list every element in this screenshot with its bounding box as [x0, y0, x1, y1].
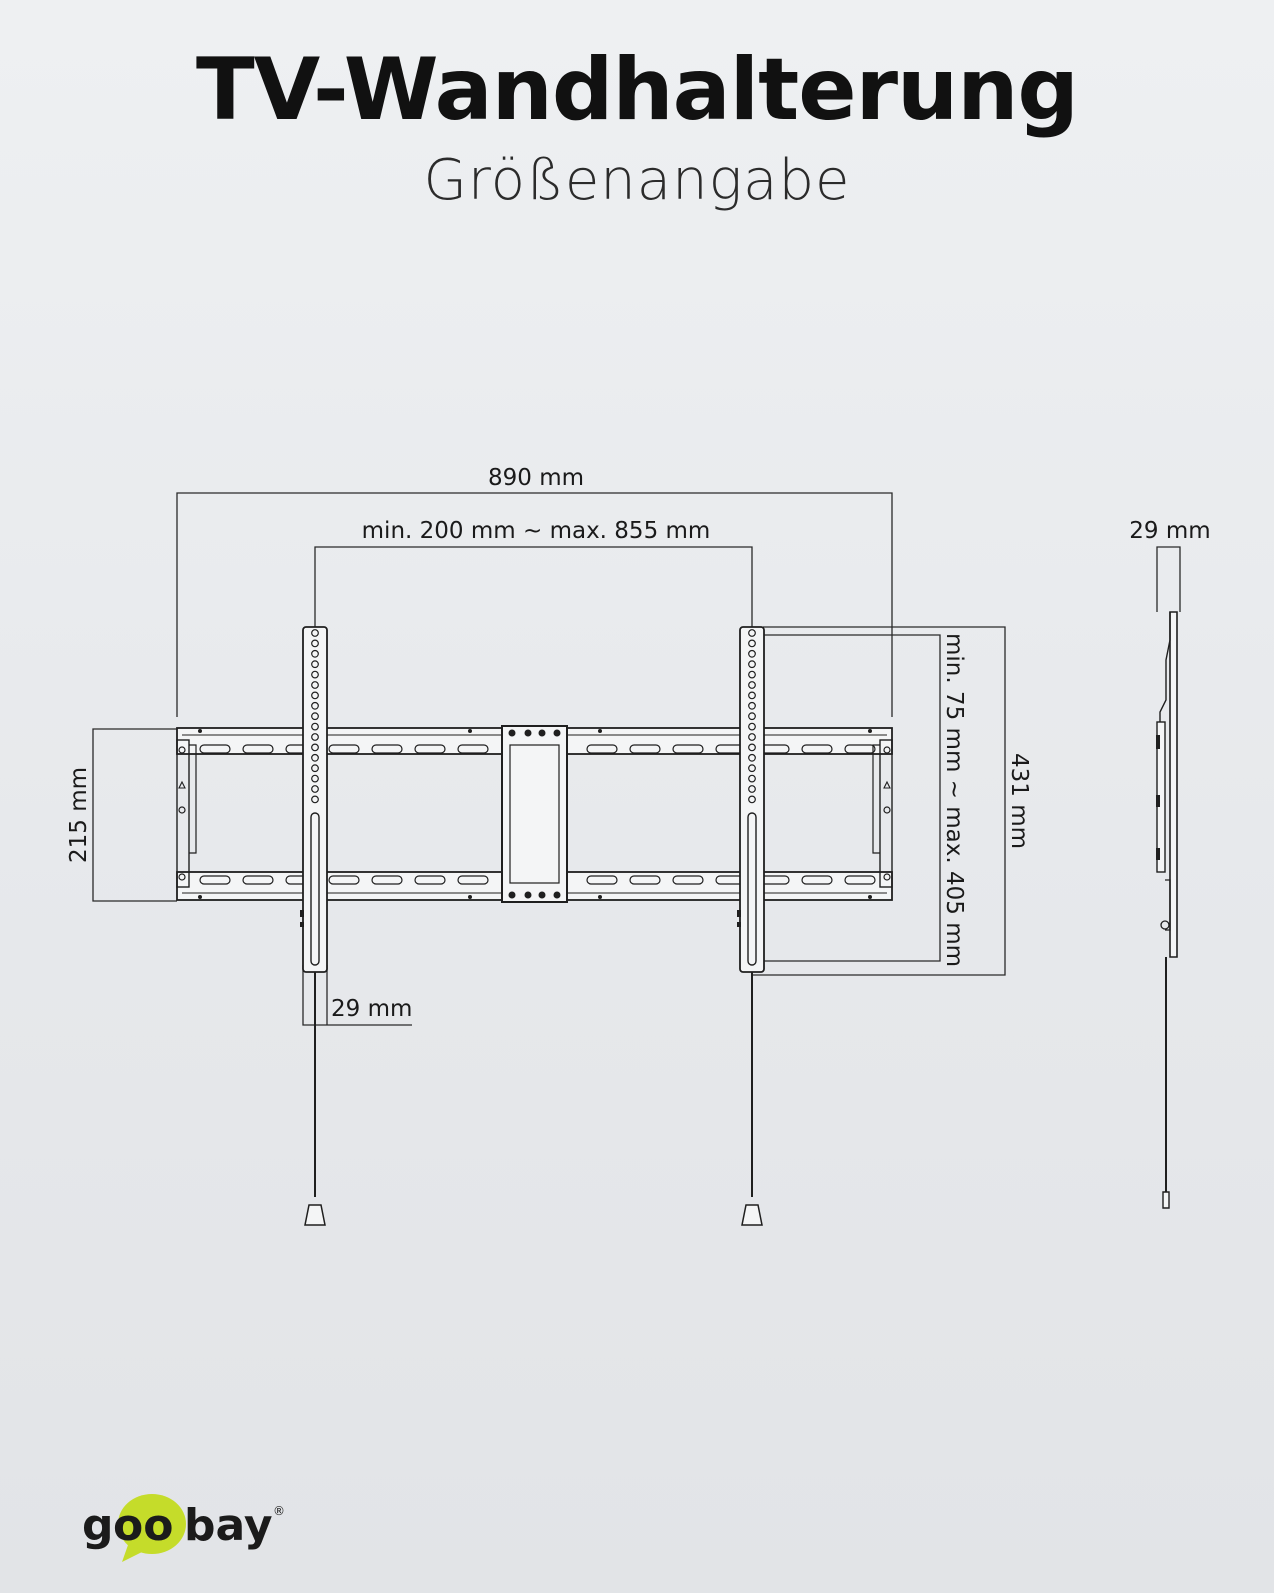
left-arm [300, 626, 328, 1226]
page-subtitle: Größenangabe [423, 148, 851, 213]
dim-total-height [752, 626, 1006, 976]
dim-side-depth [1156, 546, 1181, 612]
dim-vesa-height [752, 634, 941, 962]
logo-accent-blob [118, 1494, 186, 1554]
label-arm-width: 29 mm [331, 996, 412, 1022]
label-total-height: 431 mm [1006, 753, 1032, 849]
right-arm [737, 626, 765, 1226]
dim-plate-height [92, 728, 177, 902]
label-total-width: 890 mm [488, 465, 584, 491]
logo-text-g: g [82, 1500, 114, 1551]
dim-total-width [176, 492, 893, 717]
label-vesa-height: min. 75 mm ~ max. 405 mm [941, 633, 967, 967]
logo-text-bay: bay [184, 1500, 273, 1551]
logo-registered: ® [273, 1504, 285, 1518]
page-title: TV-Wandhalterung [195, 40, 1079, 140]
label-side-depth: 29 mm [1129, 518, 1210, 544]
side-view [1156, 611, 1178, 1209]
logo-text-oo: oo [113, 1500, 173, 1551]
dim-vesa-width [314, 546, 753, 627]
goobay-logo: g oo bay ® [82, 1494, 285, 1562]
label-vesa-width: min. 200 mm ~ max. 855 mm [362, 518, 711, 544]
dim-arm-width [302, 965, 412, 1026]
label-plate-height: 215 mm [66, 767, 92, 863]
center-block [501, 725, 568, 903]
